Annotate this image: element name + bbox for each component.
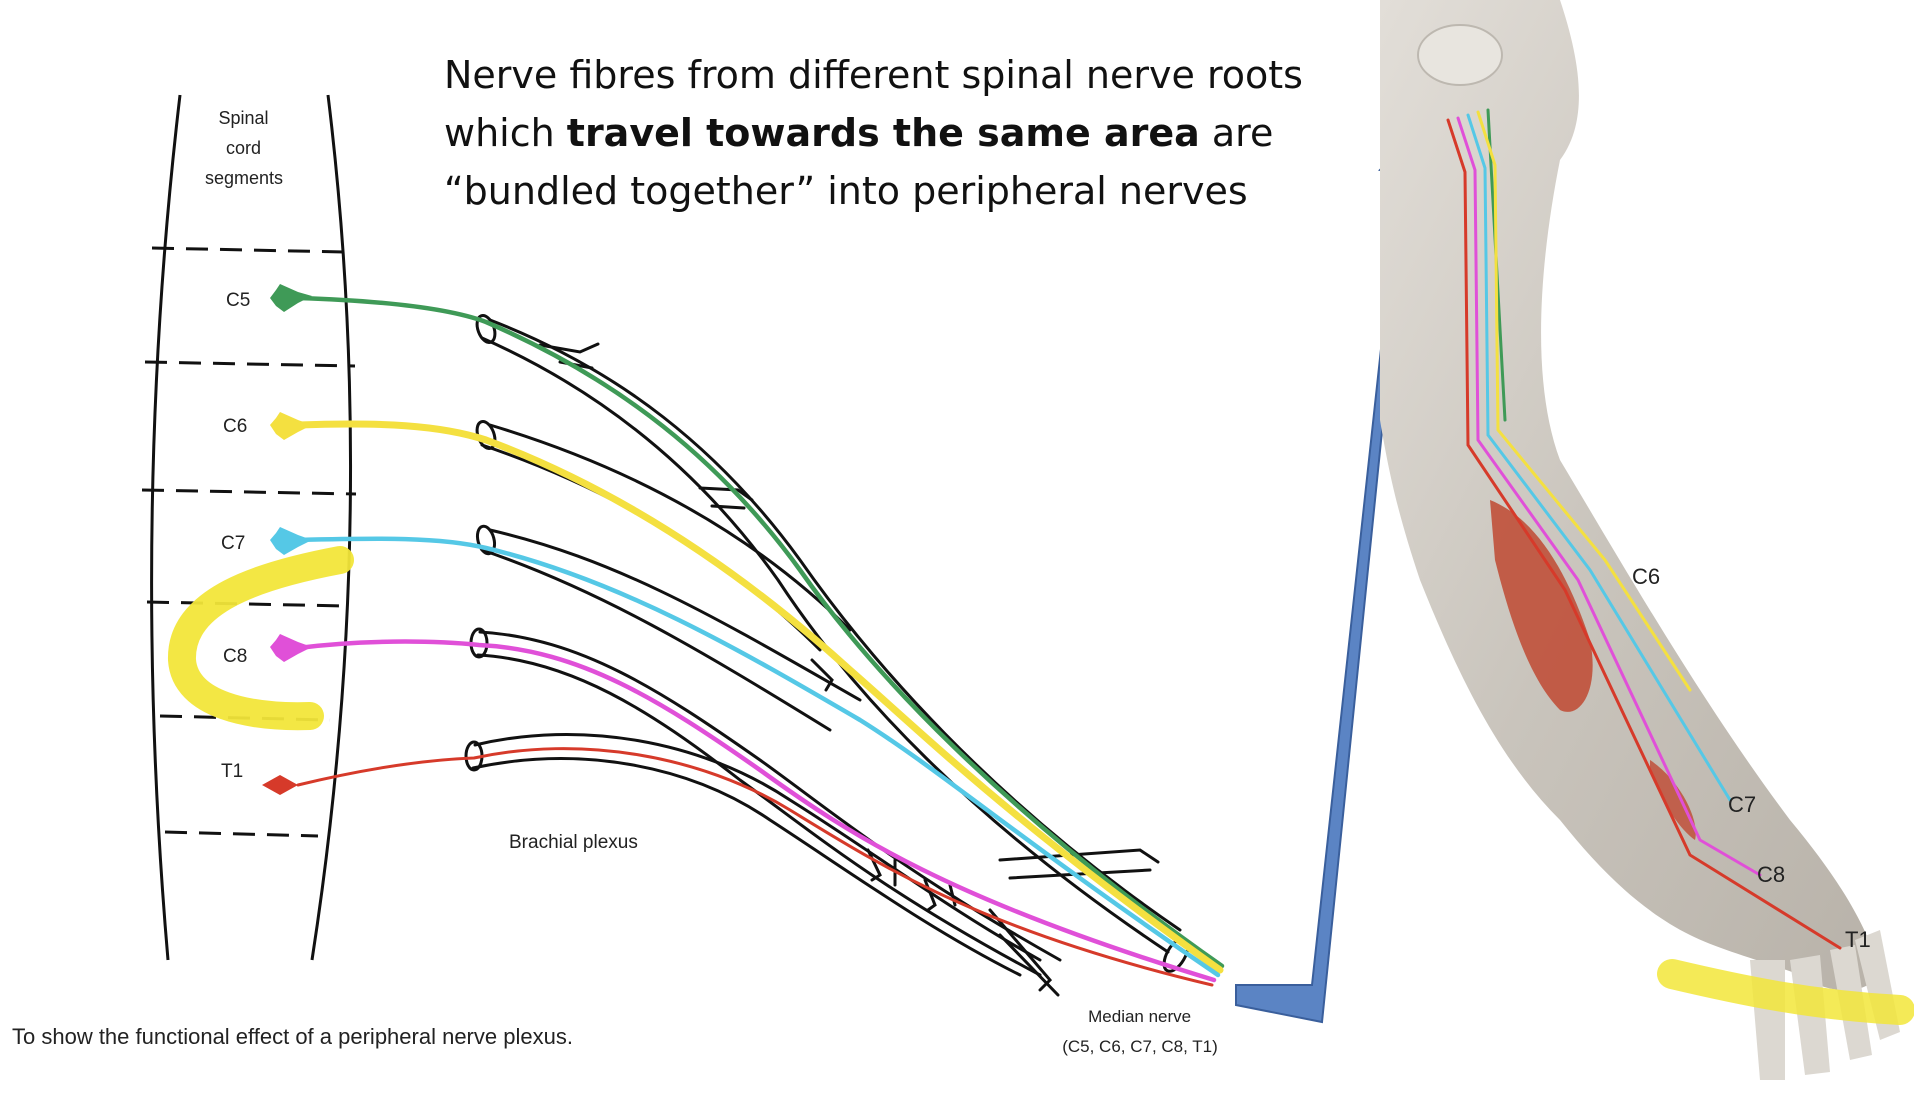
- c8-highlight-mark: [168, 546, 354, 731]
- arm-label-c6: C6: [1632, 564, 1660, 589]
- segment-labels: C5 C6 C7 C8 T1: [221, 290, 250, 782]
- root-c7: [270, 527, 312, 555]
- spinal-cord: Spinal cord segments: [141, 94, 357, 961]
- forearm-muscle: [1490, 500, 1593, 712]
- arm-line-t1: [1446, 118, 1842, 950]
- arm-labels: C6 C7 C8 T1: [1632, 564, 1871, 952]
- fingertip-highlight: [1657, 959, 1914, 1025]
- arm-line-c6: [1476, 110, 1692, 692]
- segment-label-c5: C5: [226, 290, 250, 311]
- arm-label-t1: T1: [1845, 927, 1871, 952]
- fibre-c8: [295, 639, 1217, 983]
- root-c8: [270, 634, 312, 662]
- root-t1: [262, 775, 298, 795]
- heading-line-3: “bundled together” into peripheral nerve…: [444, 169, 1248, 213]
- arm-line-c8: [1456, 116, 1762, 877]
- root-c6: [270, 412, 312, 440]
- arm-line-c7: [1466, 113, 1732, 802]
- fibre-c6: [294, 420, 1224, 974]
- median-nerve-label: Median nerve (C5, C6, C7, C8, T1): [1062, 1007, 1218, 1056]
- arm-illustration: [1380, 0, 1900, 1080]
- arm-nerve-lines: [1446, 108, 1842, 950]
- segment-roots: [262, 284, 312, 795]
- nerve-fibres: [294, 295, 1225, 987]
- heading-text: Nerve fibres from different spinal nerve…: [444, 46, 1364, 220]
- hand-muscle: [1650, 760, 1696, 840]
- arm-label-c7: C7: [1728, 792, 1756, 817]
- segment-label-c6: C6: [223, 416, 247, 437]
- heading-line-2: which travel towards the same area are: [444, 111, 1274, 155]
- fibre-c7: [295, 536, 1221, 978]
- arm-label-c8: C8: [1757, 862, 1785, 887]
- brachial-plexus-label: Brachial plexus: [509, 832, 638, 853]
- root-c5: [270, 284, 312, 312]
- heading-line-1: Nerve fibres from different spinal nerve…: [444, 53, 1303, 97]
- arm-silhouette: [1380, 0, 1880, 991]
- heading-bold-phrase: travel towards the same area: [566, 111, 1200, 155]
- fibre-c5: [295, 295, 1225, 969]
- segment-label-t1: T1: [221, 761, 243, 782]
- segment-label-c7: C7: [221, 533, 245, 554]
- fibre-t1: [296, 747, 1214, 987]
- segment-label-c8: C8: [223, 646, 247, 667]
- figure-caption: To show the functional effect of a perip…: [12, 1024, 573, 1049]
- spinal-cord-label: Spinal cord segments: [205, 108, 283, 188]
